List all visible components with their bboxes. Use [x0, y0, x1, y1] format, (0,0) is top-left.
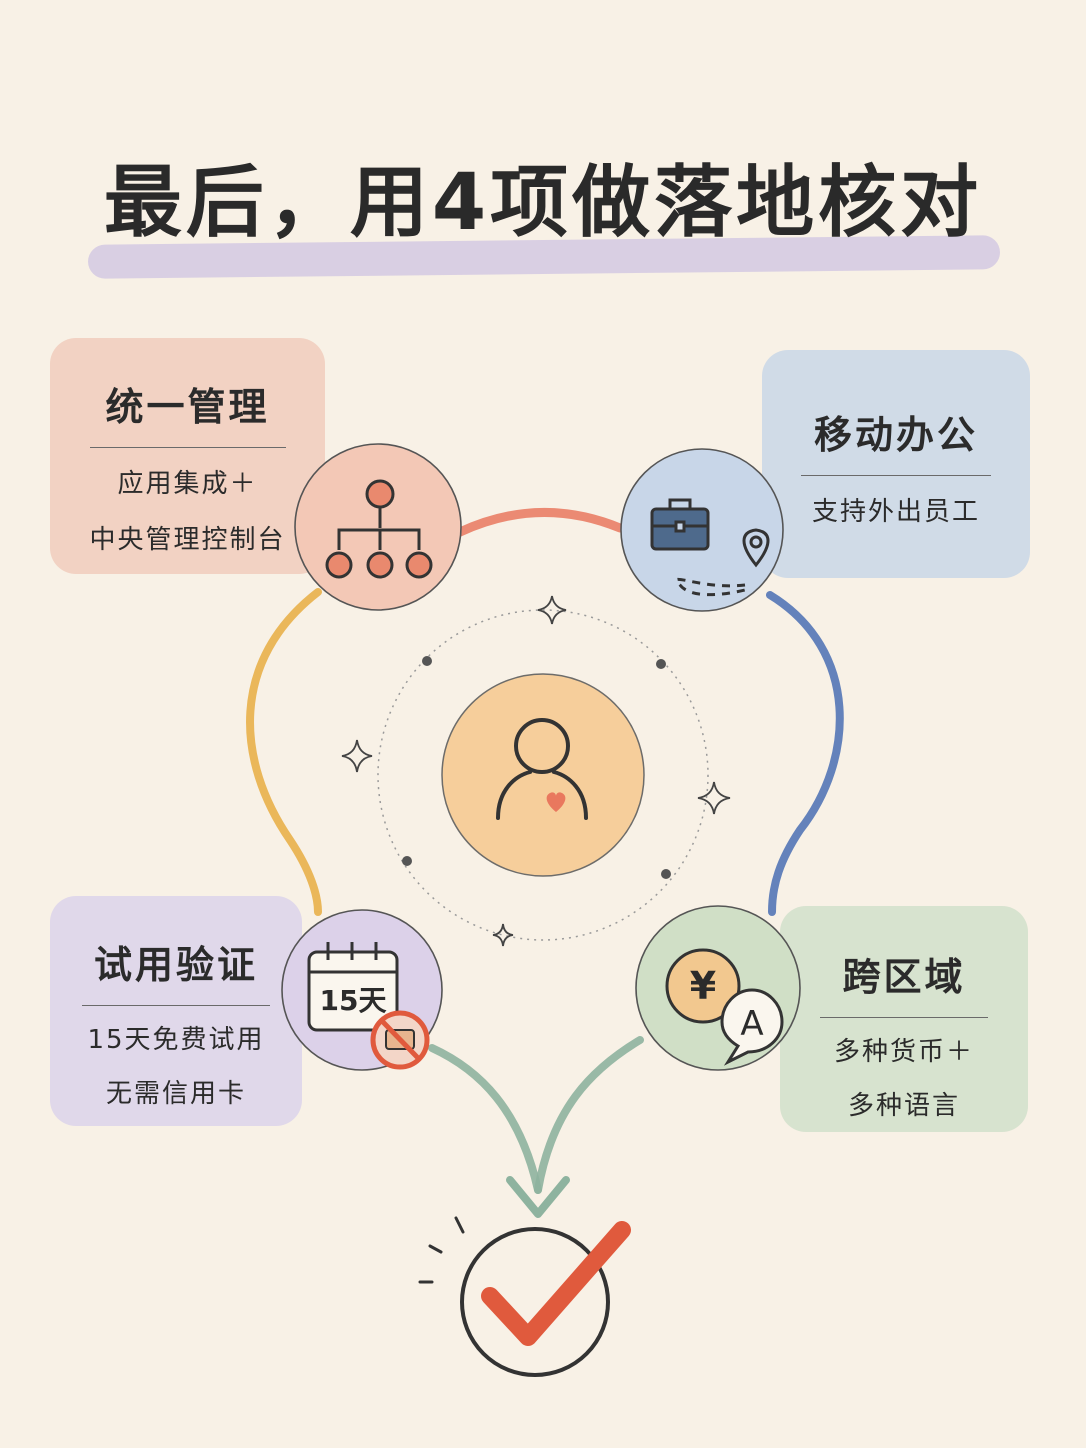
check-circle: [460, 1227, 610, 1377]
burst-lines: [418, 1216, 465, 1284]
card-divider: [89, 447, 286, 448]
card-desc-line: 支持外出员工: [811, 497, 980, 527]
card-cross-region: 跨区域 多种货币＋ 多种语言: [780, 906, 1028, 1132]
page-title: 最后，用4项做落地核对: [103, 158, 983, 248]
connector-region-check: [534, 1036, 644, 1194]
currency-language-icon: [665, 948, 784, 1066]
center-circle: [441, 673, 645, 877]
card-desc-line: 中央管理控制台: [89, 525, 286, 555]
card-mobile-office: 移动办公 支持外出员工: [762, 350, 1030, 578]
orbit-dot: [656, 659, 666, 669]
org-chart-icon: [325, 479, 433, 579]
card-divider: [820, 1017, 988, 1018]
calendar-icon: [307, 942, 399, 1032]
currency-symbol: ¥: [690, 964, 716, 1008]
briefcase-location-icon: [650, 498, 770, 597]
language-symbol: A: [740, 1004, 763, 1044]
node-management: [294, 443, 462, 611]
card-title: 试用验证: [93, 943, 258, 987]
orbit-ring: [377, 609, 709, 941]
sparkle-icon: [341, 595, 731, 947]
orbit-dot: [422, 656, 432, 666]
card-trial-verification: 试用验证 15天免费试用 无需信用卡: [50, 896, 302, 1126]
connector-trial-check: [428, 1044, 542, 1194]
card-unified-management: 统一管理 应用集成＋ 中央管理控制台: [50, 338, 325, 574]
arrowhead: [506, 1176, 570, 1218]
card-divider: [82, 1005, 270, 1006]
card-desc-line: 多种语言: [847, 1091, 960, 1121]
person-heart-icon: [496, 718, 588, 820]
card-desc-line: 应用集成＋: [117, 469, 258, 499]
connector-mobile-region: [766, 591, 844, 916]
orbit-dot: [402, 856, 412, 866]
no-credit-card-icon: [370, 1010, 430, 1070]
card-title: 跨区域: [842, 955, 966, 999]
connector-management-mobile: [455, 508, 625, 537]
connector-management-trial: [246, 588, 322, 916]
heart-icon: [546, 792, 566, 812]
card-desc-line: 无需信用卡: [105, 1079, 246, 1109]
calendar-label: 15天: [320, 984, 387, 1017]
card-desc-line: 15天免费试用: [87, 1025, 265, 1055]
checkmark-icon: [481, 1221, 631, 1346]
orbit-dot: [661, 869, 671, 879]
card-title: 移动办公: [813, 413, 978, 457]
card-title: 统一管理: [105, 385, 270, 429]
card-desc-line: 多种货币＋: [833, 1037, 974, 1067]
card-divider: [801, 475, 991, 476]
